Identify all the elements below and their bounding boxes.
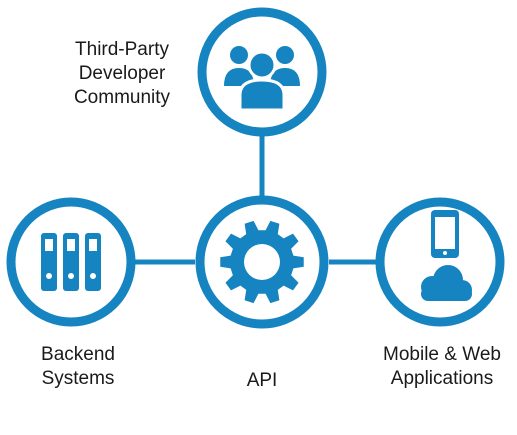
label-line: Developer (78, 63, 166, 84)
users-group-icon (224, 46, 300, 112)
node-apps (375, 197, 505, 327)
server-rack-2 (63, 233, 79, 291)
node-apps-label: Mobile & Web Applications (372, 343, 512, 391)
cloud-icon (421, 265, 472, 301)
server-rack-1 (41, 233, 57, 291)
label-line: Third-Party (75, 39, 169, 60)
label-line: Community (73, 87, 171, 108)
connectors (131, 132, 380, 265)
phone-and-cloud-icon (421, 210, 472, 301)
node-backend (6, 197, 136, 327)
label-line: Mobile & Web (383, 344, 501, 365)
server-rack-3 (85, 233, 101, 291)
node-api-label: API (222, 369, 302, 393)
label-line: Systems (41, 368, 115, 389)
phone-icon (431, 210, 459, 258)
label-line: Backend (41, 344, 115, 365)
gear-hole (244, 244, 280, 280)
label-line: Applications (390, 368, 494, 389)
node-community (197, 7, 327, 137)
node-community-label: Third-Party Developer Community (62, 38, 182, 110)
node-backend-label: Backend Systems (18, 343, 138, 391)
label-line: API (246, 370, 278, 391)
server-racks-icon (41, 233, 101, 291)
node-api (195, 195, 329, 329)
gear-icon (220, 220, 304, 304)
